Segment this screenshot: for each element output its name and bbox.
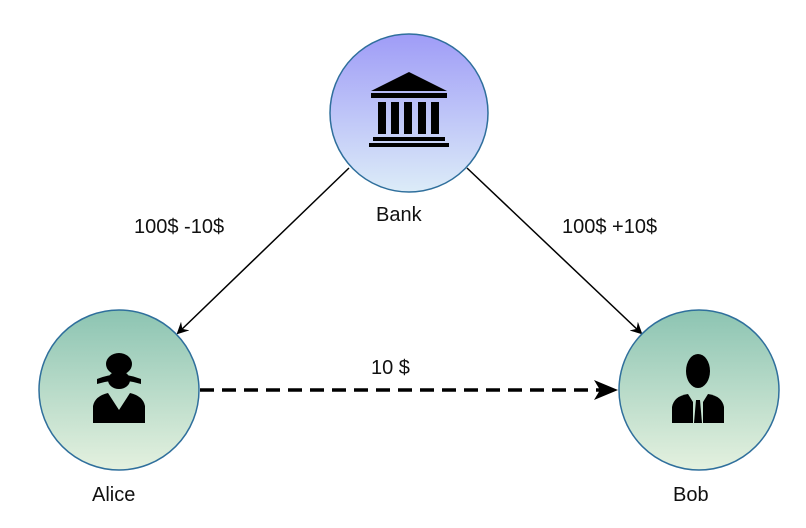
edge-bank-to-alice [176,167,350,335]
bank-icon [369,72,449,147]
edge-label-bank-to-alice: 100$ -10$ [134,216,225,238]
woman-user-icon [93,353,145,423]
bob-label: Bob [673,484,709,506]
man-user-icon [672,354,724,423]
node-bob[interactable] [618,309,780,471]
edge-label-bank-to-bob: 100$ +10$ [562,216,658,238]
bank-label: Bank [376,204,422,226]
node-alice[interactable] [38,309,200,471]
node-bank[interactable] [329,33,489,193]
alice-label: Alice [92,484,136,506]
edge-label-alice-to-bob: 10 $ [371,357,410,379]
edge-bank-to-bob [466,167,643,335]
bob-circle [618,309,780,471]
alice-circle [38,309,200,471]
